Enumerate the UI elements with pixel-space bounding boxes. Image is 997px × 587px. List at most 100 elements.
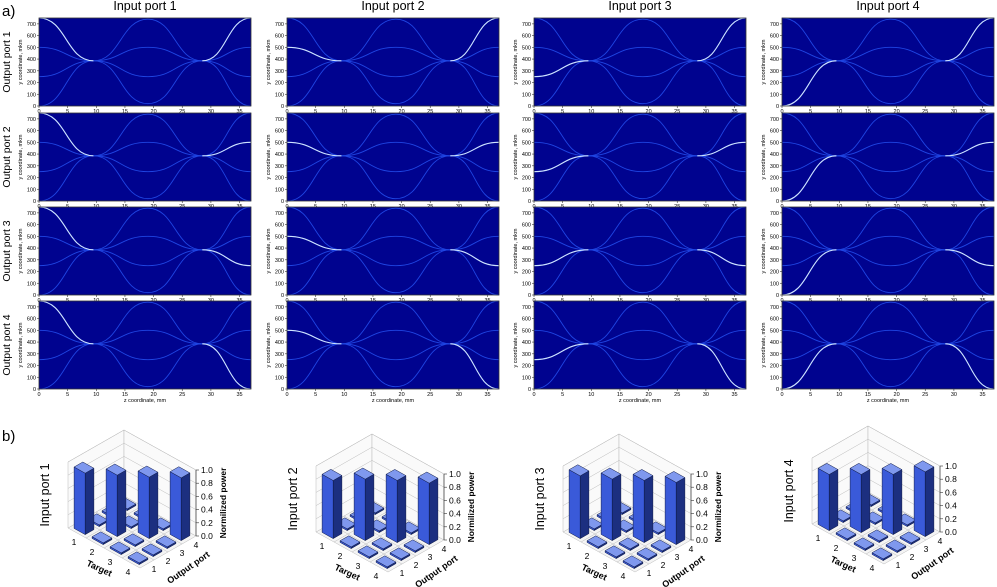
waveguide-input-branch-3	[286, 343, 342, 361]
x-tick-label: 30	[951, 392, 957, 398]
bar-side-face	[396, 475, 407, 544]
bar-top-face	[137, 465, 159, 478]
bar-target4-output2	[636, 547, 658, 562]
z-tick-label: 0.2	[696, 522, 708, 532]
bar-front-face	[632, 473, 645, 544]
output-tick-label: 2	[661, 560, 666, 570]
x-tick-label: 20	[399, 392, 405, 398]
waveguide-output-branch-3	[945, 155, 995, 173]
x-tick-label: 5	[314, 109, 317, 115]
waveguide-output-branch-3	[945, 60, 995, 78]
waveguide-input-branch-4	[533, 60, 589, 107]
bar-target1-output1	[321, 469, 343, 540]
bright-beam-path	[38, 300, 252, 390]
inner-mode-high	[341, 113, 451, 157]
row-title-output-port-3: Output port 3	[1, 220, 13, 281]
bar-target4-output4	[417, 471, 439, 546]
floor-gridline	[616, 529, 674, 563]
x-tick-label: 10	[341, 109, 347, 115]
bar-top-face	[417, 471, 439, 484]
waveguide-output-branch-4	[202, 249, 252, 296]
waveguide-input-branch-4	[38, 60, 94, 107]
bar-side-face	[148, 471, 159, 540]
waveguide-output-branch-4	[697, 249, 747, 296]
waveguide-output-branch-2	[945, 235, 995, 251]
x-tick-label: 10	[836, 109, 842, 115]
z-tick-label: 1.0	[449, 469, 461, 479]
waveguide-input-branch-4	[533, 249, 589, 296]
x-tick-label: 30	[456, 109, 462, 115]
y-tick-label: 300	[770, 258, 779, 264]
bar-target3-output2	[371, 537, 393, 552]
waveguide-output-branch-2	[450, 329, 500, 345]
waveguide-output-branch-1	[450, 112, 500, 157]
waveguide-input-branch-3	[38, 343, 94, 361]
inner-mode-high	[588, 207, 698, 251]
output-axis-label: Output port	[413, 553, 459, 587]
bar-side-face	[579, 470, 590, 540]
waveguide-output-branch-4	[697, 155, 747, 202]
wall-gridline	[67, 429, 197, 471]
heatmap-frame	[781, 300, 995, 390]
y-tick-label: 300	[27, 258, 36, 264]
bright-beam-path	[781, 17, 995, 107]
bar-target3-output3	[881, 463, 903, 536]
y-axis-label: y coordinate, mkm	[513, 134, 519, 179]
column-title-input-port-2: Input port 2	[361, 0, 424, 13]
x-tick-label: 30	[703, 109, 709, 115]
bar-target4-output3	[899, 531, 921, 546]
beam-output-segment	[202, 141, 252, 157]
bar-target1-output1	[73, 461, 95, 536]
y-tick-label: 500	[522, 328, 531, 334]
inner-mode-low	[836, 60, 946, 105]
bar-target4-output3	[155, 535, 177, 550]
inner-mode-low	[93, 343, 203, 388]
target-tick-label: 3	[603, 561, 608, 571]
x-tick-label: 30	[208, 109, 214, 115]
y-tick-label: 200	[275, 176, 284, 182]
bar-top-face	[353, 467, 375, 480]
waveguide-output-branch-3	[450, 155, 500, 173]
inner-mode-2	[341, 155, 451, 173]
bar-top-face	[586, 535, 608, 548]
bar-front-face	[849, 467, 862, 534]
bar-target4-output2	[141, 543, 163, 558]
y-tick-label: 700	[522, 22, 531, 28]
inner-mode-2	[341, 343, 451, 361]
output-tick-label: 3	[428, 552, 433, 562]
y-axis-label: y coordinate, mkm	[761, 39, 767, 84]
output-tick-label: 4	[442, 544, 447, 554]
row-title-output-port-1: Output port 1	[1, 31, 13, 92]
target-tick-label: 2	[834, 543, 839, 553]
bar-top-face	[73, 461, 95, 474]
bright-beam-path	[533, 141, 747, 173]
y-tick-label: 500	[27, 140, 36, 146]
x-tick-label: 10	[341, 392, 347, 398]
bar-front-face	[913, 465, 926, 538]
inner-mode-1	[588, 235, 698, 251]
heatmap-frame	[38, 300, 252, 390]
x-tick-label: 5	[561, 392, 564, 398]
target-tick-label: 1	[816, 533, 821, 543]
inner-mode-high	[93, 207, 203, 251]
y-axis-label: y coordinate, mkm	[513, 39, 519, 84]
z-tick-label: 0.4	[696, 509, 708, 519]
waveguide-output-branch-1	[450, 206, 500, 251]
heatmap-background	[782, 18, 994, 106]
beam-output-segment	[450, 343, 500, 390]
y-tick-label: 200	[770, 364, 779, 370]
waveguide-input-branch-1	[533, 300, 589, 345]
heatmap-background	[534, 301, 746, 389]
x-tick-label: 25	[922, 392, 928, 398]
y-tick-label: 500	[770, 234, 779, 240]
bar-side-face	[84, 467, 95, 536]
bright-beam-path	[781, 249, 995, 296]
output-tick-label: 3	[180, 548, 185, 558]
waveguide-input-branch-2	[38, 141, 94, 157]
inner-mode-low	[588, 60, 698, 105]
bar-target2-output2	[353, 467, 375, 542]
bar-front-face	[105, 468, 118, 538]
